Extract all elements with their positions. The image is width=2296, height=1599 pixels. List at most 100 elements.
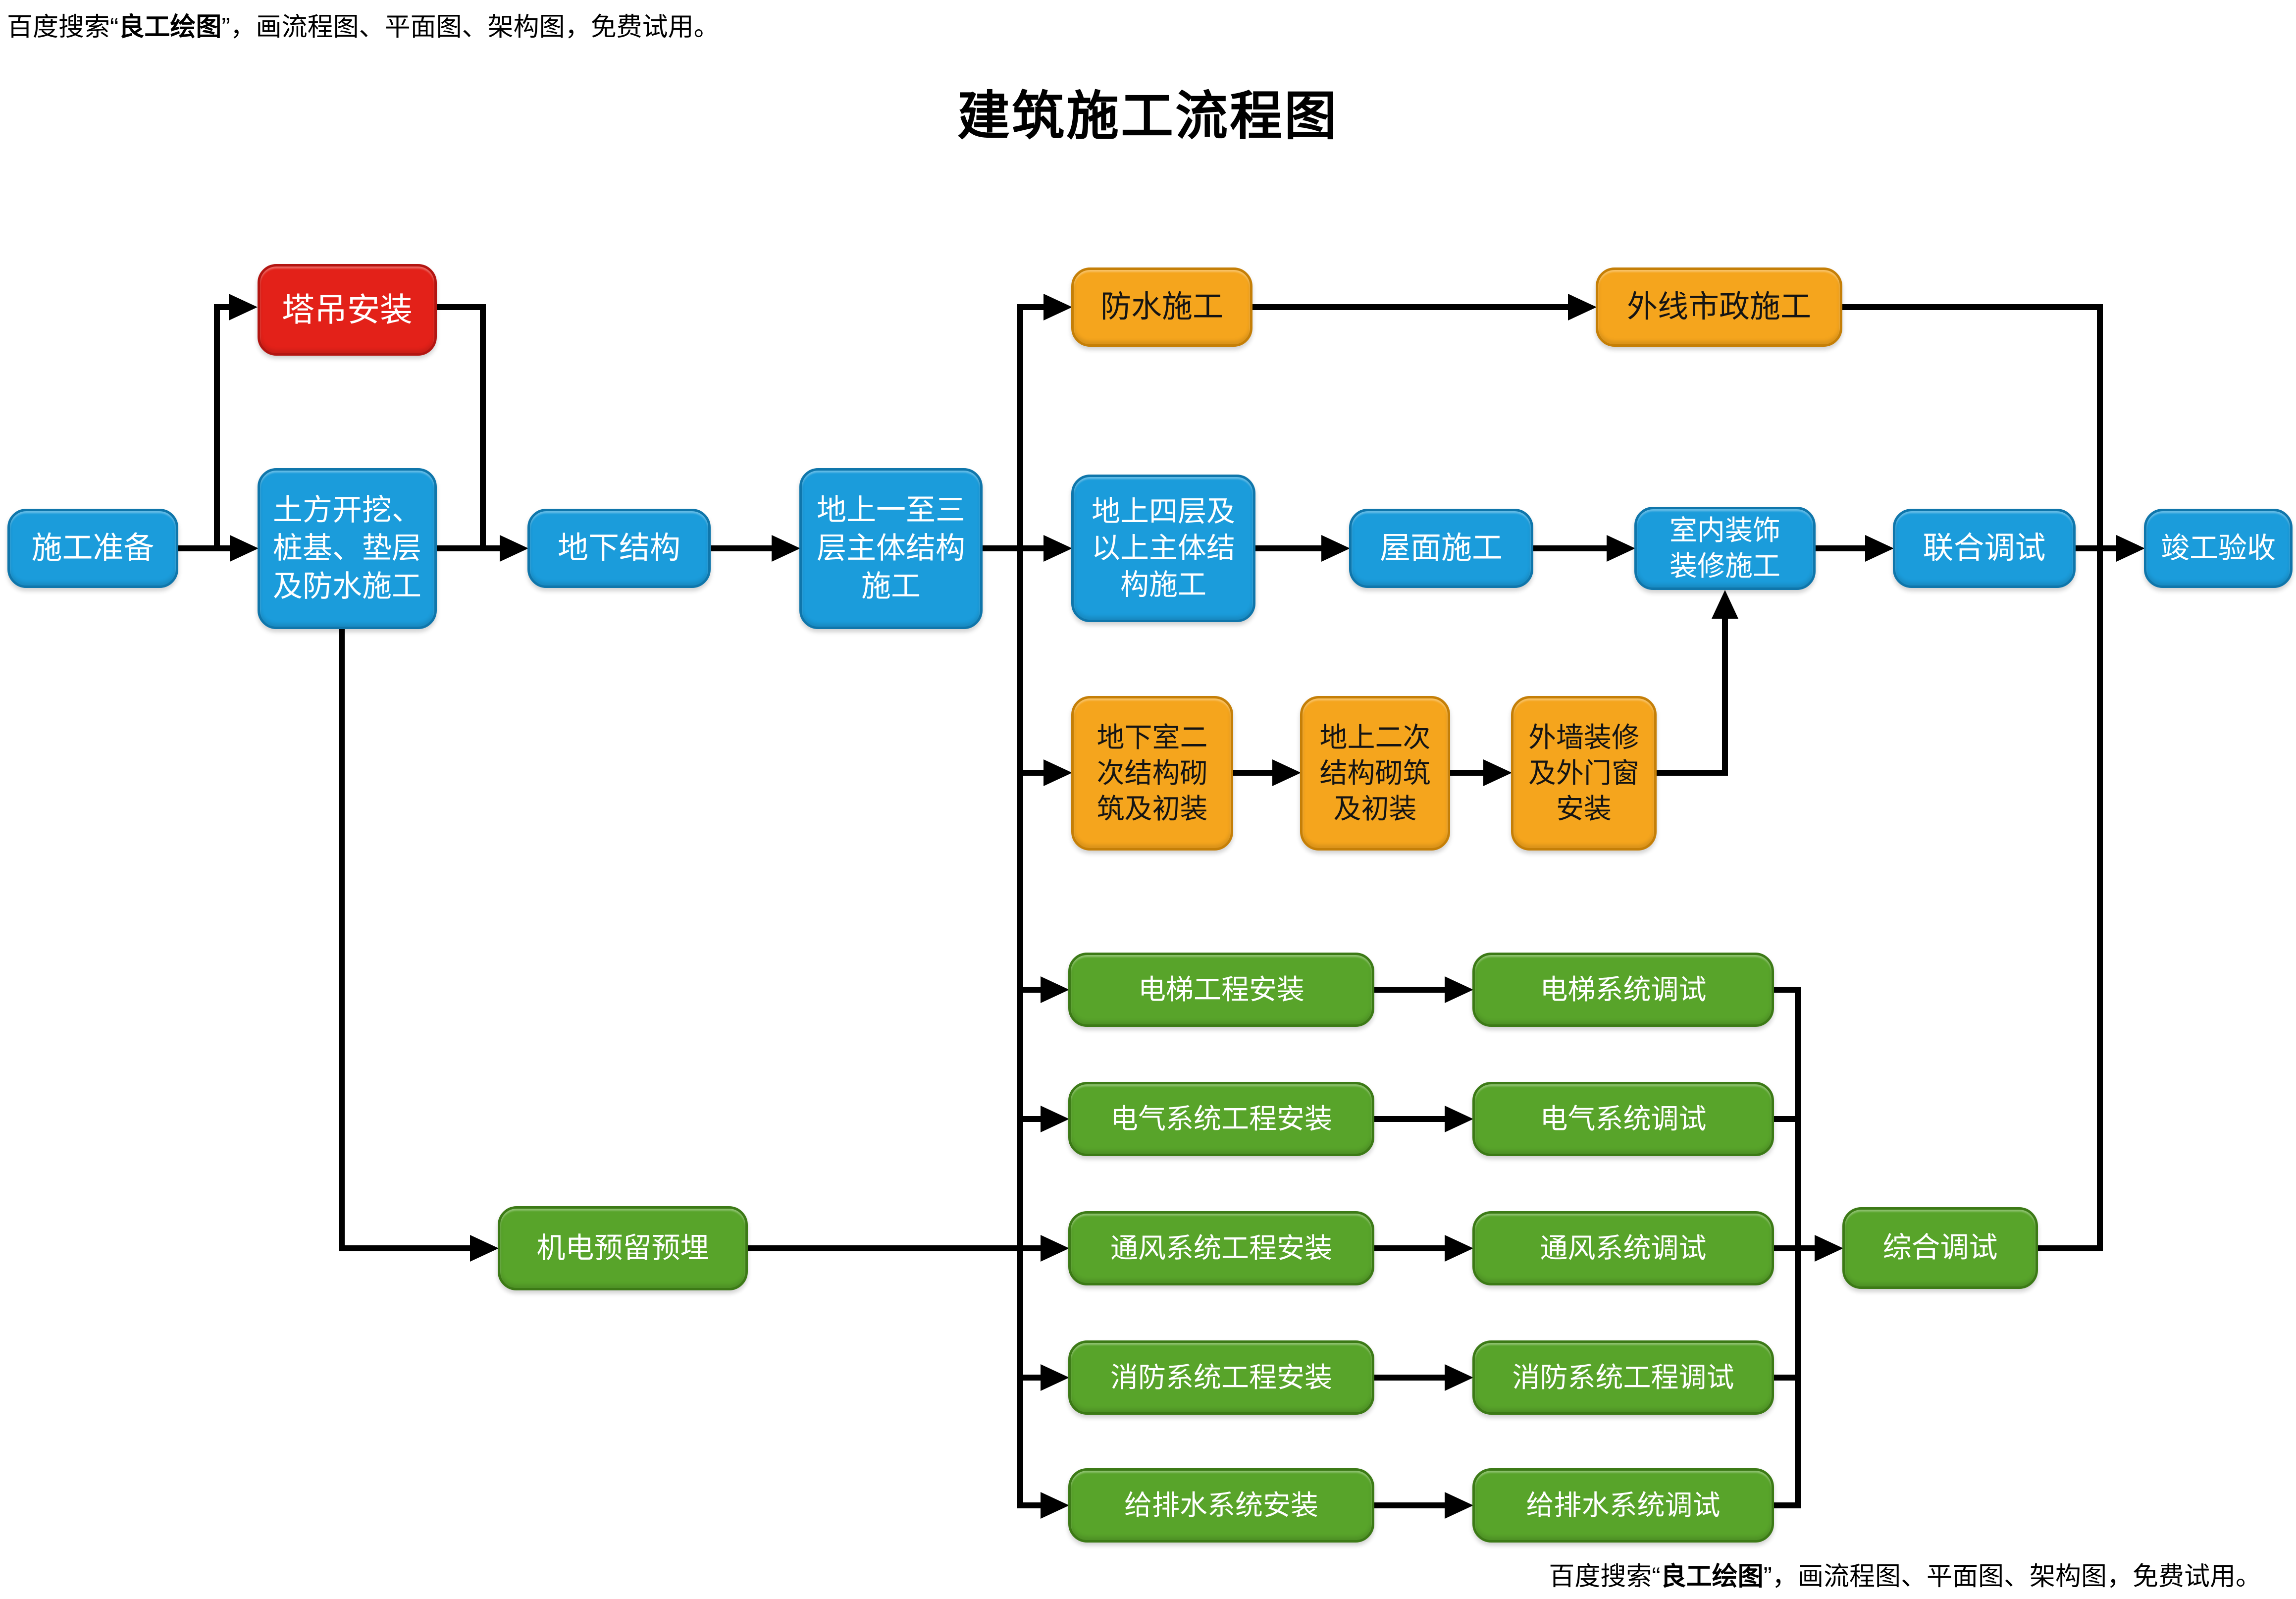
flow-line	[1774, 1375, 1801, 1381]
flow-line	[983, 545, 1023, 551]
arrowhead-icon	[772, 535, 800, 562]
node-plumbing-install: 给排水系统安装	[1068, 1468, 1374, 1543]
arrowhead-icon	[1044, 535, 1072, 562]
arrowhead-icon	[1445, 1106, 1473, 1132]
flow-line	[339, 629, 345, 1251]
arrowhead-icon	[1044, 294, 1072, 320]
node-above-secondary-structure: 地上二次 结构砌筑 及初装	[1300, 696, 1450, 851]
flow-line	[748, 1245, 1023, 1251]
flow-line	[1374, 1245, 1445, 1251]
arrowhead-icon	[1445, 976, 1473, 1003]
flow-line	[1774, 987, 1801, 993]
node-earthwork-piling-waterproof: 土方开挖、 桩基、垫层 及防水施工	[258, 468, 437, 629]
flow-line	[1017, 1116, 1041, 1122]
arrowhead-icon	[1607, 535, 1635, 562]
node-floors-1-3-structure: 地上一至三 层主体结构 施工	[799, 468, 983, 629]
promo-text-top: 百度搜索“良工绘图”，画流程图、平面图、架构图，免费试用。	[7, 6, 720, 43]
flow-line	[1017, 987, 1041, 993]
node-construction-prep: 施工准备	[7, 509, 178, 588]
flow-line	[1374, 1116, 1445, 1122]
flow-line	[339, 1245, 470, 1251]
node-electrical-install: 电气系统工程安装	[1068, 1082, 1374, 1156]
node-joint-commissioning: 联合调试	[1893, 509, 2076, 588]
node-electrical-debug: 电气系统调试	[1472, 1082, 1774, 1156]
flow-line	[178, 545, 217, 551]
page-title: 建筑施工流程图	[957, 87, 1339, 146]
node-integrated-commissioning: 综合调试	[1842, 1207, 2038, 1289]
node-fire-system-install: 消防系统工程安装	[1068, 1340, 1374, 1415]
flow-line	[1533, 545, 1607, 551]
promo-text-bottom: 百度搜索“良工绘图”，画流程图、平面图、架构图，免费试用。	[1549, 1555, 2261, 1593]
flow-line	[214, 304, 229, 310]
flow-line	[1252, 304, 1568, 310]
flow-line	[1374, 1375, 1445, 1381]
flow-line	[437, 304, 486, 310]
arrowhead-icon	[1568, 294, 1597, 320]
arrowhead-icon	[1815, 1235, 1843, 1262]
flow-line	[1017, 1375, 1041, 1381]
arrowhead-icon	[1272, 759, 1301, 786]
arrowhead-icon	[229, 294, 258, 320]
flow-line	[214, 545, 230, 551]
flow-line	[480, 304, 486, 551]
flow-line	[1795, 1245, 1815, 1251]
node-elevator-install: 电梯工程安装	[1068, 953, 1374, 1027]
arrowhead-icon	[1041, 976, 1069, 1003]
arrowhead-icon	[470, 1235, 499, 1262]
flow-line	[1017, 770, 1044, 776]
arrowhead-icon	[1041, 1492, 1069, 1519]
arrowhead-icon	[1044, 759, 1072, 786]
node-waterproofing: 防水施工	[1071, 267, 1252, 347]
node-underground-structure: 地下结构	[527, 509, 711, 588]
node-tower-crane-install: 塔吊安装	[258, 264, 437, 356]
promo-prefix: 百度搜索“	[7, 13, 119, 42]
flow-line	[1374, 987, 1445, 993]
flow-line	[1017, 545, 1044, 551]
arrowhead-icon	[1445, 1235, 1473, 1262]
node-elevator-debug: 电梯系统调试	[1472, 953, 1774, 1027]
promo-brand: 良工绘图	[118, 13, 222, 42]
flow-line	[1450, 770, 1483, 776]
promo-suffix: ”，画流程图、平面图、架构图，免费试用。	[221, 13, 720, 42]
arrowhead-icon	[1483, 759, 1512, 786]
node-ventilation-debug: 通风系统调试	[1472, 1211, 1774, 1285]
flow-line	[214, 304, 220, 551]
flow-line	[1774, 1116, 1801, 1122]
arrowhead-icon	[1041, 1235, 1069, 1262]
arrowhead-icon	[1041, 1364, 1069, 1391]
arrowhead-icon	[1041, 1106, 1069, 1132]
flow-line	[1774, 1502, 1801, 1508]
flow-line	[1774, 1245, 1801, 1251]
promo-brand: 良工绘图	[1660, 1562, 1764, 1591]
arrowhead-icon	[230, 535, 259, 562]
arrowhead-icon	[1445, 1492, 1473, 1519]
node-mep-embedded-reserve: 机电预留预埋	[498, 1206, 748, 1290]
arrowhead-icon	[1321, 535, 1350, 562]
node-floors-4-up-structure: 地上四层及 以上主体结 构施工	[1071, 475, 1255, 622]
flow-line	[2097, 304, 2103, 1251]
flow-line	[1017, 304, 1023, 1508]
node-completion-acceptance: 竣工验收	[2144, 509, 2293, 588]
flow-line	[1722, 618, 1728, 776]
flow-line	[1017, 1502, 1041, 1508]
flow-line	[2038, 1245, 2103, 1251]
flow-line	[1017, 304, 1044, 310]
node-ventilation-install: 通风系统工程安装	[1068, 1211, 1374, 1285]
flow-line	[1657, 770, 1728, 776]
flow-line	[2076, 545, 2116, 551]
node-fire-system-debug: 消防系统工程调试	[1472, 1340, 1774, 1415]
promo-suffix: ”，画流程图、平面图、架构图，免费试用。	[1763, 1562, 2261, 1591]
promo-prefix: 百度搜索“	[1549, 1562, 1661, 1591]
arrowhead-icon	[1712, 590, 1738, 619]
arrowhead-icon	[1865, 535, 1894, 562]
node-interior-decoration: 室内装饰 装修施工	[1634, 507, 1816, 590]
node-facade-doors-windows: 外墙装修 及外门窗 安装	[1511, 696, 1657, 851]
flow-line	[1842, 304, 2103, 310]
arrowhead-icon	[2116, 535, 2145, 562]
flow-line	[711, 545, 772, 551]
arrowhead-icon	[500, 535, 528, 562]
flow-line	[437, 545, 500, 551]
node-external-municipal-works: 外线市政施工	[1596, 267, 1842, 347]
node-basement-secondary-structure: 地下室二 次结构砌 筑及初装	[1071, 696, 1233, 851]
